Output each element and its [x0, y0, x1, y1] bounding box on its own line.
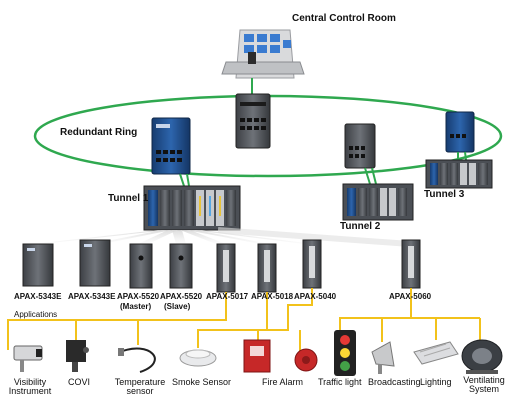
- tunnel-3-label: Tunnel 3: [424, 189, 465, 200]
- app-label-line: sensor: [126, 386, 154, 397]
- app-label-lighting: Lighting: [420, 377, 452, 387]
- speaker-icon: [371, 341, 395, 374]
- module-label: APAX-5060: [389, 292, 432, 301]
- traffic-light-icon: [334, 330, 356, 376]
- fan-icon: [461, 339, 503, 374]
- tunnel-1-label: Tunnel 1: [108, 193, 149, 204]
- module-apax-5040: [302, 239, 322, 289]
- module-apax-5060: [401, 239, 421, 289]
- app-label-covi: COVI: [68, 377, 91, 387]
- app-label-visibility: Visibility Instrument: [4, 377, 56, 397]
- ring-switch-tunnel-1: [151, 117, 191, 175]
- app-label-broadcasting: Broadcasting: [368, 377, 421, 387]
- smoke-detector-icon: [179, 349, 217, 367]
- app-label-traffic: Traffic light: [318, 377, 362, 387]
- app-label-smoke: Smoke Sensor: [172, 377, 232, 387]
- module-apax-5018: [257, 243, 277, 293]
- light-fixture-icon: [413, 341, 459, 365]
- app-label-line: Visibility: [13, 377, 47, 387]
- app-label-line: System: [468, 384, 499, 395]
- applications-label: Applications: [14, 310, 58, 319]
- module-label: APAX-5520: [160, 292, 203, 301]
- app-label-fire-alarm: Fire Alarm: [262, 377, 304, 387]
- module-apax-5520-slave: [169, 243, 193, 289]
- module-label: APAX-5520: [117, 292, 160, 301]
- module-apax-5017: [216, 243, 236, 293]
- app-label-line: Temperature: [114, 377, 166, 387]
- app-label-temperature: Temperature sensor: [108, 377, 172, 397]
- module-label: APAX-5017: [206, 292, 249, 301]
- module-sublabel: (Master): [120, 302, 152, 311]
- tunnel-2-rack: [342, 183, 414, 221]
- camera-icon: [13, 345, 43, 372]
- tunnel-1-beams: [32, 230, 314, 244]
- module-label: APAX-5343E: [14, 292, 62, 301]
- app-label-line: Ventilating: [463, 375, 505, 385]
- temperature-probe-icon: [118, 347, 156, 373]
- control-room-label: Central Control Room: [292, 13, 396, 24]
- module-sublabel: (Slave): [164, 302, 191, 311]
- module-apax-5343e-1: [22, 243, 54, 287]
- control-room-console: [221, 29, 305, 96]
- module-apax-5343e-2: [79, 239, 111, 287]
- app-label-ventilating: Ventilating System: [456, 375, 512, 395]
- module-label: APAX-5343E: [68, 292, 116, 301]
- redundant-ring-label: Redundant Ring: [60, 127, 138, 138]
- fire-alarm-icon: [243, 339, 318, 373]
- covi-sensor-icon: [66, 340, 89, 372]
- tunnel-2-label: Tunnel 2: [340, 221, 381, 232]
- application-wiring: [7, 288, 481, 352]
- ring-switch-tunnel-3: [445, 111, 475, 153]
- tunnel-3-rack: [425, 159, 493, 189]
- module-label: APAX-5018: [251, 292, 294, 301]
- ring-switch-main: [235, 93, 271, 149]
- ring-switch-tunnel-2: [344, 123, 376, 169]
- tunnel-1-rack: [143, 185, 241, 231]
- module-apax-5520-master: [129, 243, 153, 289]
- app-label-line: Instrument: [8, 386, 52, 397]
- module-label: APAX-5040: [294, 292, 337, 301]
